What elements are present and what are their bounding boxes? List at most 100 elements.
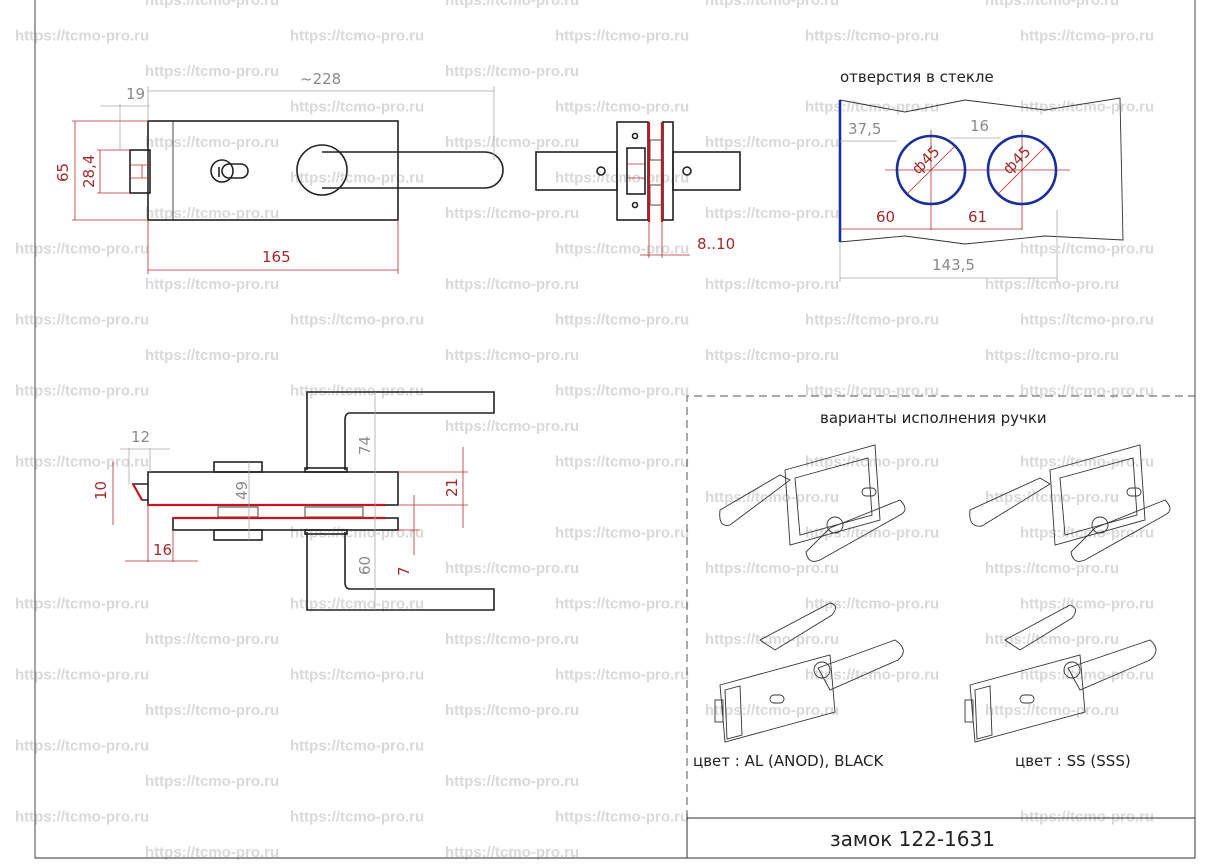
watermark-text: https://tcmo-pro.ru <box>290 99 424 116</box>
dim-21: 21 <box>443 478 461 497</box>
watermark-text: https://tcmo-pro.ru <box>1020 312 1154 329</box>
watermark-text: https://tcmo-pro.ru <box>555 312 689 329</box>
watermark-text: https://tcmo-pro.ru <box>145 631 279 648</box>
watermark-text: https://tcmo-pro.ru <box>445 205 579 222</box>
watermark-text: https://tcmo-pro.ru <box>805 28 939 45</box>
watermark-text: https://tcmo-pro.ru <box>985 347 1119 364</box>
watermark-text: https://tcmo-pro.ru <box>145 844 279 861</box>
keyhole-icon <box>210 159 249 183</box>
section-view: 12 10 49 74 60 21 16 7 <box>92 391 495 611</box>
watermark-text: https://tcmo-pro.ru <box>985 0 1119 9</box>
variants-title: варианты исполнения ручки <box>820 409 1047 427</box>
watermark-text: https://tcmo-pro.ru <box>805 383 939 400</box>
watermark-text: https://tcmo-pro.ru <box>805 454 939 471</box>
watermark-text: https://tcmo-pro.ru <box>290 525 424 542</box>
watermark-text: https://tcmo-pro.ru <box>290 383 424 400</box>
title-block <box>686 817 1196 859</box>
watermark-text: https://tcmo-pro.ru <box>705 134 839 151</box>
watermark-text: https://tcmo-pro.ru <box>805 667 939 684</box>
watermark-text: https://tcmo-pro.ru <box>15 809 149 826</box>
watermark-text: https://tcmo-pro.ru <box>1020 99 1154 116</box>
watermark-text: https://tcmo-pro.ru <box>290 738 424 755</box>
dim-7: 7 <box>395 566 413 576</box>
watermark-text: https://tcmo-pro.ru <box>145 702 279 719</box>
watermark-text: https://tcmo-pro.ru <box>705 489 839 506</box>
variant-color-2: цвет : SS (SSS) <box>1015 752 1131 770</box>
watermark-text: https://tcmo-pro.ru <box>1020 596 1154 613</box>
watermark-text: https://tcmo-pro.ru <box>15 28 149 45</box>
side-view: 8..10 <box>535 121 741 258</box>
drawing-title: замок 122-1631 <box>830 827 995 851</box>
dim-height: 65 <box>54 163 72 182</box>
dim-latch-height: 28,4 <box>80 155 98 188</box>
watermark-text: https://tcmo-pro.ru <box>555 99 689 116</box>
dim-hole2-diameter: ф45 <box>999 143 1034 178</box>
watermark-text: https://tcmo-pro.ru <box>290 809 424 826</box>
dim-49: 49 <box>233 481 251 500</box>
watermark-text: https://tcmo-pro.ru <box>1020 241 1154 258</box>
watermark-text: https://tcmo-pro.ru <box>15 312 149 329</box>
front-view: ~228 19 65 28,4 165 <box>54 70 504 274</box>
watermark-text: https://tcmo-pro.ru <box>290 596 424 613</box>
glass-holes-view: отверстия в стекле ф45 ф45 37,5 16 60 61… <box>838 68 1124 282</box>
watermark-text: https://tcmo-pro.ru <box>705 276 839 293</box>
dim-latch: 19 <box>126 85 145 103</box>
watermark-text: https://tcmo-pro.ru <box>145 63 279 80</box>
watermark-text: https://tcmo-pro.ru <box>705 702 839 719</box>
watermark-text: https://tcmo-pro.ru <box>985 276 1119 293</box>
watermark-text: https://tcmo-pro.ru <box>145 276 279 293</box>
handle-variant-1-front <box>719 444 906 562</box>
dim-12: 12 <box>131 428 150 446</box>
watermark-text: https://tcmo-pro.ru <box>555 525 689 542</box>
watermark-text: https://tcmo-pro.ru <box>705 631 839 648</box>
watermark-text: https://tcmo-pro.ru <box>555 383 689 400</box>
watermark-text: https://tcmo-pro.ru <box>145 0 279 9</box>
watermark-text: https://tcmo-pro.ru <box>290 312 424 329</box>
watermark-text: https://tcmo-pro.ru <box>15 596 149 613</box>
watermark-text: https://tcmo-pro.ru <box>705 560 839 577</box>
dim-edge-to-hole: 37,5 <box>848 120 881 138</box>
watermark-text: https://tcmo-pro.ru <box>445 560 579 577</box>
watermark-text: https://tcmo-pro.ru <box>445 134 579 151</box>
watermark-text: https://tcmo-pro.ru <box>985 560 1119 577</box>
watermark-text: https://tcmo-pro.ru <box>445 702 579 719</box>
watermark-text: https://tcmo-pro.ru <box>705 347 839 364</box>
watermark-text: https://tcmo-pro.ru <box>445 844 579 861</box>
watermark-text: https://tcmo-pro.ru <box>15 383 149 400</box>
watermark-text: https://tcmo-pro.ru <box>555 596 689 613</box>
dim-74: 74 <box>356 436 374 455</box>
watermark-text: https://tcmo-pro.ru <box>1020 809 1154 826</box>
watermark-text: https://tcmo-pro.ru <box>1020 383 1154 400</box>
watermark-text: https://tcmo-pro.ru <box>445 773 579 790</box>
watermark-text: https://tcmo-pro.ru <box>805 312 939 329</box>
watermark-text: https://tcmo-pro.ru <box>555 170 689 187</box>
watermark-text: https://tcmo-pro.ru <box>445 276 579 293</box>
watermark-text: https://tcmo-pro.ru <box>145 134 279 151</box>
handle-variant-2-back <box>964 604 1157 743</box>
watermark-text: https://tcmo-pro.ru <box>15 454 149 471</box>
watermark-text: https://tcmo-pro.ru <box>555 28 689 45</box>
watermark-text: https://tcmo-pro.ru <box>555 809 689 826</box>
watermark-text: https://tcmo-pro.ru <box>445 631 579 648</box>
dim-overall: ~228 <box>300 70 341 88</box>
watermark-text: https://tcmo-pro.ru <box>145 773 279 790</box>
watermark-text: https://tcmo-pro.ru <box>805 596 939 613</box>
dim-body: 165 <box>262 248 291 266</box>
watermark-text: https://tcmo-pro.ru <box>15 241 149 258</box>
glass-holes-title: отверстия в стекле <box>840 68 994 86</box>
watermark-text: https://tcmo-pro.ru <box>290 28 424 45</box>
watermark-text: https://tcmo-pro.ru <box>290 170 424 187</box>
watermark-layer: https://tcmo-pro.ru https://tcmo-pro.ru ht… <box>15 0 1154 861</box>
dim-10: 10 <box>92 481 110 500</box>
watermark-text: https://tcmo-pro.ru <box>985 631 1119 648</box>
watermark-text: https://tcmo-pro.ru <box>15 738 149 755</box>
sheet-frame <box>34 0 1196 859</box>
watermark-text: https://tcmo-pro.ru <box>1020 454 1154 471</box>
watermark-text: https://tcmo-pro.ru <box>445 0 579 9</box>
handle-variant-2-front <box>969 444 1171 562</box>
dim-hole1-diameter: ф45 <box>908 143 943 178</box>
variants-panel: варианты исполнения ручки цвет <box>686 395 1195 818</box>
watermark-text: https://tcmo-pro.ru <box>985 702 1119 719</box>
dim-glass-thickness: 8..10 <box>697 235 735 253</box>
